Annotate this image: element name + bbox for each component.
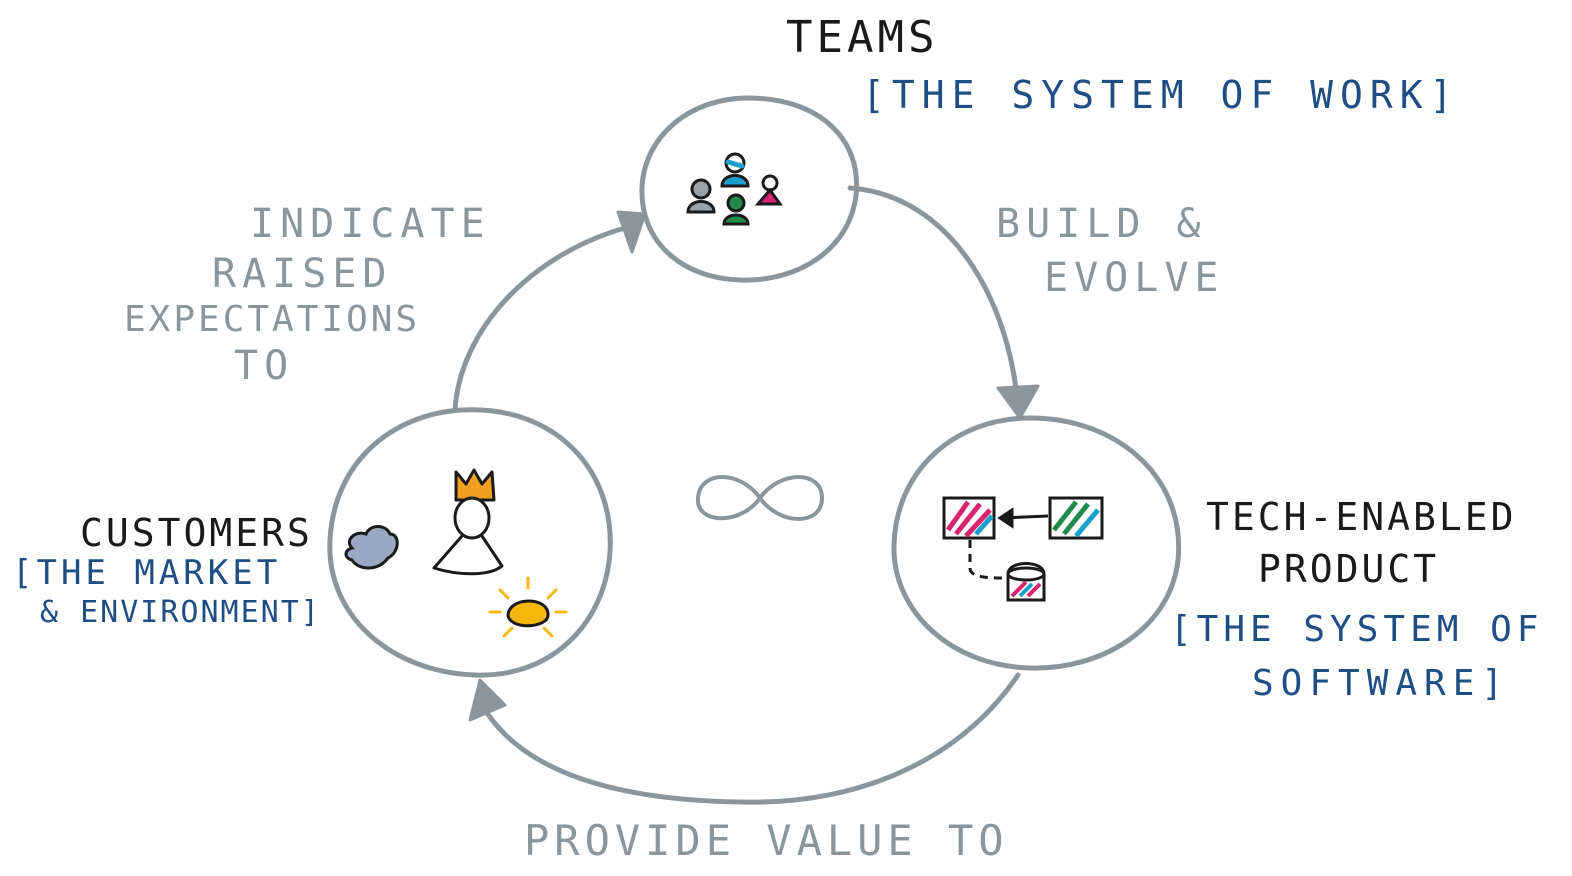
sun-icon bbox=[488, 576, 568, 638]
cloud-icon bbox=[344, 525, 399, 570]
database-icon bbox=[1006, 562, 1046, 602]
teams-circle bbox=[639, 95, 860, 283]
edge-label-build-line2: EVOLVE bbox=[1044, 255, 1225, 301]
product-subtitle-line1: [THE SYSTEM OF bbox=[1170, 609, 1544, 650]
teams-title: TEAMS bbox=[786, 12, 939, 63]
customers-circle bbox=[327, 407, 613, 678]
people-group-icon bbox=[686, 152, 783, 226]
arrowhead-customers bbox=[468, 678, 507, 722]
customers-subtitle-line1: [THE MARKET bbox=[12, 553, 282, 593]
customers-title: CUSTOMERS bbox=[80, 511, 313, 555]
edge-label-indicate-line3: EXPECTATIONS bbox=[124, 299, 421, 340]
product-circle bbox=[891, 415, 1182, 671]
arrow-customers-to-teams bbox=[452, 225, 628, 413]
edge-label-indicate-line4: TO bbox=[234, 343, 295, 389]
edge-label-build-line1: BUILD & bbox=[996, 201, 1207, 247]
product-title-line2: PRODUCT bbox=[1258, 547, 1440, 591]
screen-icon bbox=[942, 496, 1104, 580]
arrowhead-product bbox=[996, 384, 1040, 420]
arrow-product-to-customers bbox=[479, 672, 1021, 805]
teams-subtitle: [THE SYSTEM OF WORK] bbox=[862, 73, 1460, 117]
edge-label-indicate-line2: RAISED bbox=[212, 251, 393, 297]
customers-subtitle-line2: & ENVIRONMENT] bbox=[40, 595, 321, 630]
arrowhead-teams bbox=[616, 210, 647, 254]
infinity-icon bbox=[695, 475, 825, 521]
arrow-teams-to-product bbox=[847, 185, 1021, 411]
edge-label-provide: PROVIDE VALUE TO bbox=[524, 816, 1009, 865]
product-subtitle-line2: SOFTWARE] bbox=[1252, 663, 1511, 704]
king-icon bbox=[432, 468, 504, 576]
edge-label-indicate-line1: INDICATE bbox=[250, 201, 491, 247]
product-title-line1: TECH-ENABLED bbox=[1206, 495, 1517, 539]
